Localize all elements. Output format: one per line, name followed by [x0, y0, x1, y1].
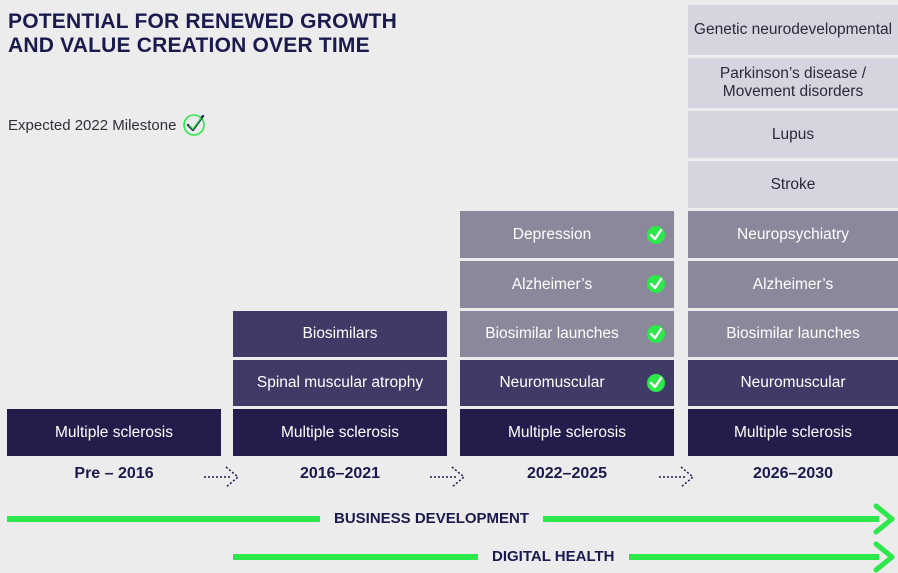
box-biosimilar-launches-2026: Biosimilar launches — [688, 311, 898, 357]
period-2016-2021: 2016–2021 — [299, 465, 381, 482]
box-alzheimers-2022: Alzheimer’s — [460, 261, 674, 308]
box-neuropsychiatry: Neuropsychiatry — [688, 211, 898, 258]
box-neuromuscular-2022: Neuromuscular — [460, 360, 674, 406]
period-2026-2030: 2026–2030 — [752, 465, 834, 482]
arrow-right-icon — [873, 541, 895, 573]
digital-health-label: DIGITAL HEALTH — [478, 548, 629, 565]
box-biosimilars: Biosimilars — [233, 311, 447, 357]
checkmark-icon — [183, 114, 206, 136]
checkmark-icon — [647, 374, 665, 392]
box-lupus: Lupus — [688, 111, 898, 158]
page-title: POTENTIAL FOR RENEWED GROWTH AND VALUE C… — [8, 10, 397, 58]
legend: Expected 2022 Milestone — [8, 113, 206, 137]
box-multiple-sclerosis-pre2016: Multiple sclerosis — [7, 409, 221, 456]
box-depression: Depression — [460, 211, 674, 258]
period-pre-2016: Pre – 2016 — [74, 465, 154, 482]
box-biosimilar-launches-2022: Biosimilar launches — [460, 311, 674, 357]
box-spinal-muscular-atrophy: Spinal muscular atrophy — [233, 360, 447, 406]
box-multiple-sclerosis-2016: Multiple sclerosis — [233, 409, 447, 456]
checkmark-icon — [647, 275, 665, 293]
box-neuromuscular-2026: Neuromuscular — [688, 360, 898, 406]
business-development-label: BUSINESS DEVELOPMENT — [320, 510, 544, 527]
legend-label: Expected 2022 Milestone — [8, 116, 177, 134]
box-stroke: Stroke — [688, 161, 898, 208]
arrow-right-icon — [873, 503, 895, 535]
box-multiple-sclerosis-2022: Multiple sclerosis — [460, 409, 674, 456]
title-line-1: POTENTIAL FOR RENEWED GROWTH — [8, 10, 398, 33]
box-parkinsons: Parkinson’s disease / Movement disorders — [688, 58, 898, 108]
dotted-arrow-icon — [659, 466, 695, 488]
checkmark-icon — [647, 325, 665, 343]
checkmark-icon — [647, 226, 665, 244]
title-line-2: AND VALUE CREATION OVER TIME — [8, 34, 370, 57]
dotted-arrow-icon — [430, 466, 466, 488]
box-genetic-neurodevelopmental: Genetic neurodevelopmental — [688, 5, 898, 55]
box-alzheimers-2026: Alzheimer’s — [688, 261, 898, 308]
period-2022-2025: 2022–2025 — [526, 465, 608, 482]
dotted-arrow-icon — [204, 466, 240, 488]
box-multiple-sclerosis-2026: Multiple sclerosis — [688, 409, 898, 456]
